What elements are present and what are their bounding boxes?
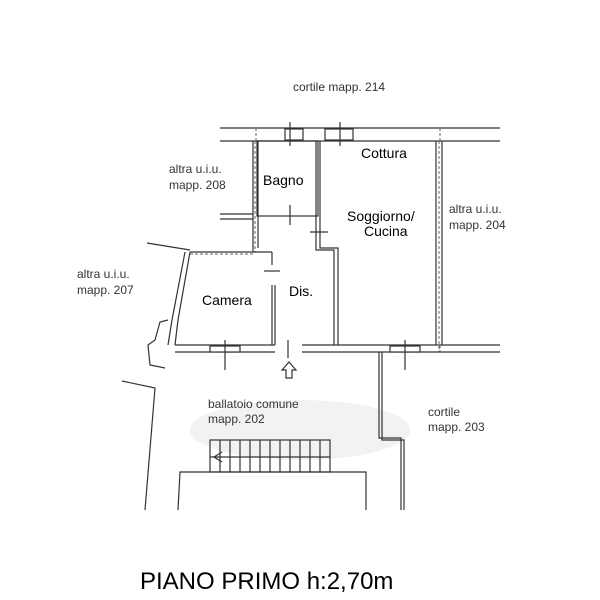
label-cortile-214: cortile mapp. 214 xyxy=(293,80,385,94)
walls xyxy=(121,122,500,511)
label-ballatoio-l2: mapp. 202 xyxy=(208,412,265,426)
label-altra-207-l2: mapp. 207 xyxy=(77,283,134,297)
entrance-arrow-icon xyxy=(280,361,298,379)
label-cortile-203-l1: cortile xyxy=(428,405,460,419)
staircase xyxy=(219,440,321,472)
room-soggiorno-l2: Cucina xyxy=(364,223,408,239)
label-altra-208-l2: mapp. 208 xyxy=(169,178,226,192)
label-altra-207-l1: altra u.i.u. xyxy=(77,267,130,281)
room-dis: Dis. xyxy=(289,283,313,299)
label-altra-204-l2: mapp. 204 xyxy=(449,218,506,232)
room-bagno: Bagno xyxy=(263,172,304,188)
label-altra-204-l1: altra u.i.u. xyxy=(449,202,502,216)
room-camera: Camera xyxy=(202,292,252,308)
watermark-logo xyxy=(190,400,410,460)
room-cottura: Cottura xyxy=(361,145,407,161)
label-cortile-203-l2: mapp. 203 xyxy=(428,420,485,434)
label-ballatoio-l1: ballatoio comune xyxy=(208,397,299,411)
plan-title: PIANO PRIMO h:2,70m xyxy=(140,568,393,595)
stair-direction-icon xyxy=(212,451,223,463)
room-soggiorno-l1: Soggiorno/ xyxy=(347,208,415,224)
label-altra-208-l1: altra u.i.u. xyxy=(169,162,222,176)
